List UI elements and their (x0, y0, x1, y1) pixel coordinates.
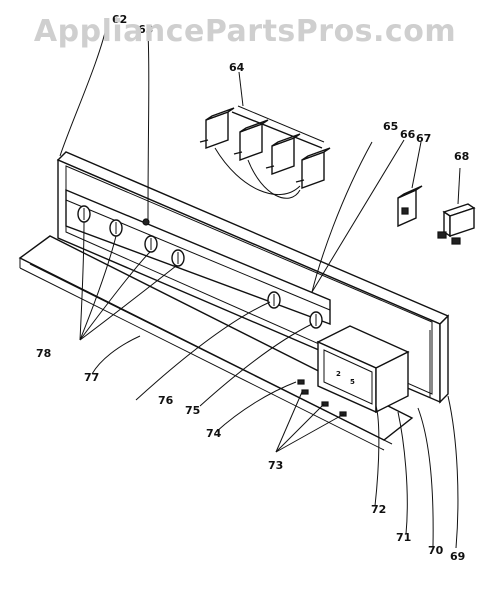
trim-strip (18, 235, 414, 451)
switch-3 (265, 133, 301, 175)
callout-65: 65 (383, 120, 398, 133)
clock-assembly: 2 5 (316, 325, 410, 414)
clip-1 (297, 379, 305, 385)
svg-text:5: 5 (350, 378, 355, 386)
callout-67: 67 (416, 132, 431, 145)
svg-text:2: 2 (336, 370, 341, 378)
callout-75: 75 (185, 404, 200, 417)
switch-4 (295, 147, 331, 189)
callout-78: 78 (36, 347, 51, 360)
callout-69: 69 (450, 550, 465, 563)
callout-63: 63 (138, 23, 153, 36)
knob-3 (144, 235, 158, 253)
knob-6 (309, 311, 323, 329)
switch-2 (233, 119, 269, 161)
switch-67 (397, 185, 423, 228)
knob-4 (171, 249, 185, 267)
control-panel (65, 188, 331, 326)
callout-68: 68 (454, 150, 469, 163)
callout-71: 71 (396, 531, 411, 544)
clip-2 (301, 389, 309, 395)
switch-strip (231, 105, 325, 149)
callout-64: 64 (229, 61, 245, 74)
callout-labels: 62 63 64 65 66 67 68 69 70 71 72 73 74 7… (36, 13, 469, 563)
relay-68 (437, 203, 476, 245)
callout-62: 62 (112, 13, 127, 26)
switch-1 (199, 107, 235, 149)
callout-76: 76 (158, 394, 174, 407)
callout-66: 66 (400, 128, 416, 141)
knob-2 (109, 219, 123, 237)
knob-5 (267, 291, 281, 309)
watermark-logo: AppliancePartsPros.com (33, 14, 457, 49)
clip-3 (321, 401, 329, 407)
callout-77: 77 (84, 371, 99, 384)
callout-74: 74 (206, 427, 222, 440)
callout-73: 73 (268, 459, 283, 472)
knob-1 (77, 205, 91, 223)
callout-72: 72 (371, 503, 386, 516)
indicator-light (142, 218, 150, 226)
callout-70: 70 (428, 544, 444, 557)
leader-lines (59, 19, 461, 549)
